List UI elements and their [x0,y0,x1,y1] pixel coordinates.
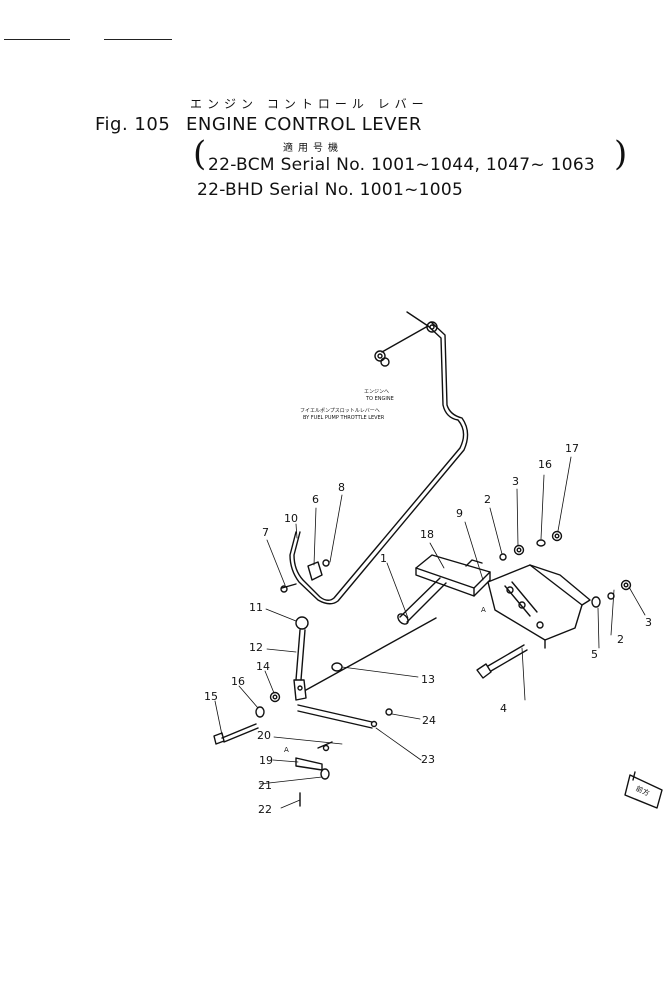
pin-20 [317,741,333,752]
ref-a-upper: A [481,606,486,614]
callout-24: 24 [422,714,436,727]
pin-21 [320,768,330,780]
callout-2-right: 2 [617,633,624,646]
shaft-1 [397,577,447,625]
nut-14 [269,691,281,703]
applicable-serials-label: 適用号機 [283,143,343,154]
callout-10: 10 [284,512,298,525]
callout-18: 18 [420,528,434,541]
throttle-rod [289,321,469,605]
callout-6: 6 [312,493,319,506]
callout-7: 7 [262,526,269,539]
link-23 [297,704,378,729]
note-to-engine: TO ENGINE [365,396,394,402]
callout-14: 14 [256,660,270,673]
note-fuel-pump: BY FUEL PUMP THROTTLE LEVER [303,415,385,421]
callout-8: 8 [338,481,345,494]
callout-9: 9 [456,507,463,520]
callout-22: 22 [258,803,272,816]
callout-4: 4 [500,702,507,715]
callout-5: 5 [591,648,598,661]
japanese-title: エンジン コントロール レバー [190,97,429,111]
callout-3-right: 3 [645,616,652,629]
header-rule-left [4,39,70,40]
serial-line-2: 22-BHD Serial No. 1001~1005 [197,180,464,200]
lever-12 [293,629,307,701]
pin-8 [322,559,330,567]
nut-17-top [551,530,563,542]
mounting-plate [487,564,591,649]
title-block: エンジン コントロール レバー Fig. 105 ENGINE CONTROL … [0,0,672,210]
callout-16-left: 16 [231,675,245,688]
ref-a-lower: A [284,746,289,754]
washer-5 [591,596,601,608]
figure-number: Fig. 105 [95,114,171,135]
rod-end-19 [295,757,323,771]
header-rule-right [104,39,172,40]
note-jp-fuel-pump: フイエルポンプスロットルレバーへ [300,407,380,414]
callout-11: 11 [249,601,263,614]
callout-20: 20 [257,729,271,742]
nut-3-top [513,544,525,556]
front-arrow-label: 前方 [634,784,650,798]
bolt-7 [280,583,297,593]
pin-24 [385,708,393,716]
part-callouts: 1 2 2 3 3 4 5 6 7 8 9 10 11 12 13 14 15 … [204,442,652,816]
callout-19: 19 [259,754,273,767]
rod-end-lower [374,350,390,367]
callout-2-top: 2 [484,493,491,506]
knob-11 [295,616,309,630]
callout-12: 12 [249,641,263,654]
bracket-18 [415,554,491,597]
washer-16-left [255,706,265,718]
washer-16-top [536,539,546,547]
nut-3-right [620,579,632,591]
link-rod-13 [305,617,437,691]
callout-1: 1 [380,552,387,565]
callout-23: 23 [421,753,435,766]
bracket-left: ( [193,134,207,174]
rod-end-upper [381,311,438,353]
bolt-15 [213,723,259,745]
washer-2-top [499,553,507,561]
bracket-right: ) [614,134,628,174]
callout-17: 17 [565,442,579,455]
callout-16-top: 16 [538,458,552,471]
callout-21: 21 [258,779,272,792]
page-title: ENGINE CONTROL LEVER [186,114,422,135]
note-jp-engine: エンジンへ [364,389,389,395]
callout-13: 13 [421,673,435,686]
bolt-4 [476,644,528,679]
clevis-6 [307,561,323,581]
callout-3-top: 3 [512,475,519,488]
leader-lines [214,456,646,809]
callout-15: 15 [204,690,218,703]
engine-notes: エンジンへ TO ENGINE フイエルポンプスロットルレバーへ BY FUEL… [300,389,394,421]
front-arrow-icon [624,771,663,809]
serial-line-1: 22-BCM Serial No. 1001~1044, 1047~ 1063 [208,155,596,175]
